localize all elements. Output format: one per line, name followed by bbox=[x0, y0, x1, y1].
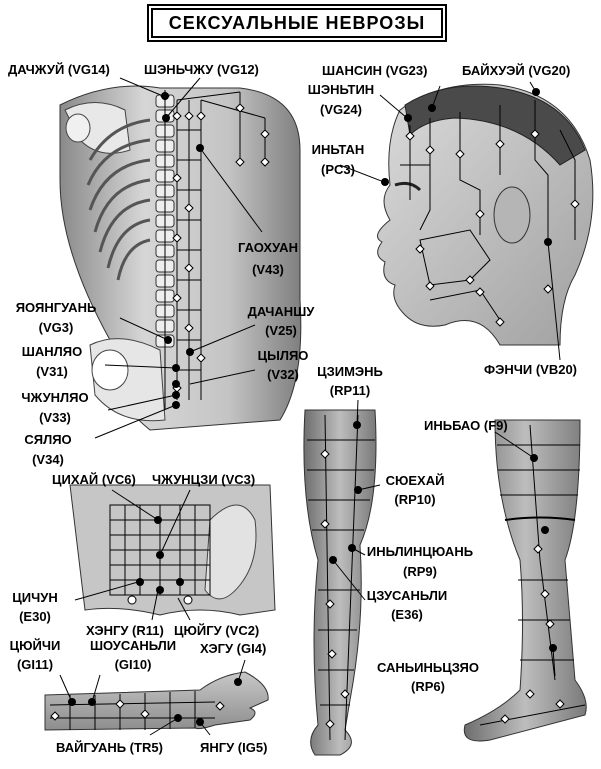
label-waiguan: ВАЙГУАНЬ (TR5) bbox=[56, 740, 163, 755]
label-yaoyangguan-name: ЯОЯНГУАНЬ bbox=[15, 300, 97, 315]
label-dachangshu-name: ДАЧАНШУ bbox=[247, 304, 315, 319]
label-yaoyangguan-code: (VG3) bbox=[38, 320, 74, 335]
abdomen-figure bbox=[69, 484, 276, 621]
front-leg-figure bbox=[303, 399, 381, 756]
label-jimen-name: ЦЗИМЭНЬ bbox=[317, 364, 383, 379]
label-zhongliao-name: ЧЖУНЛЯО bbox=[21, 390, 89, 405]
label-ciliao-code: (V32) bbox=[267, 367, 299, 382]
label-sanyinjiao-name: САНЬИНЬЦЗЯО bbox=[376, 660, 480, 675]
label-yintang-name: ИНЬТАН bbox=[311, 142, 365, 157]
label-yanggu: ЯНГУ (IG5) bbox=[200, 740, 268, 755]
label-dachangshu-code: (V25) bbox=[265, 323, 297, 338]
label-shenting-code: (VG24) bbox=[320, 102, 362, 117]
label-qihai: ЦИХАЙ (VC6) bbox=[52, 472, 136, 487]
label-xuehai-name: СЮЕХАЙ bbox=[385, 473, 445, 488]
label-hegu: ХЭГУ (GI4) bbox=[200, 641, 267, 656]
label-zusanli-name: ЦЗУСАНЬЛИ bbox=[366, 588, 448, 603]
label-yinlingquan-code: (RP9) bbox=[403, 564, 437, 579]
label-shangliao-name: ШАНЛЯО bbox=[21, 344, 83, 359]
arm-figure bbox=[44, 659, 269, 736]
label-shenzhu: ШЭНЬЧЖУ (VG12) bbox=[144, 62, 259, 77]
label-qichong-code: (E30) bbox=[19, 609, 51, 624]
label-zusanli-code: (E36) bbox=[391, 607, 423, 622]
label-yinlingquan-name: ИНЬЛИНЦЮАНЬ bbox=[366, 544, 474, 559]
label-xialiao-name: СЯЛЯО bbox=[24, 432, 72, 447]
label-fengchi: ФЭНЧИ (VB20) bbox=[484, 362, 577, 377]
label-xialiao-code: (V34) bbox=[32, 452, 64, 467]
side-leg-figure bbox=[463, 419, 587, 742]
page-title: СЕКСУАЛЬНЫЕ НЕВРОЗЫ bbox=[151, 8, 443, 38]
label-yinbao: ИНЬБАО (F9) bbox=[424, 418, 508, 433]
label-zhongji: ЧЖУНЦЗИ (VC3) bbox=[152, 472, 256, 487]
label-shousanli-code: (GI10) bbox=[114, 657, 152, 672]
label-shangliao-code: (V31) bbox=[36, 364, 68, 379]
label-quchi-code: (GI11) bbox=[16, 657, 54, 672]
back-figure bbox=[59, 77, 302, 439]
label-yintang-code: (PC3) bbox=[321, 162, 355, 177]
label-henggu: ХЭНГУ (R11) bbox=[86, 623, 164, 638]
head-figure bbox=[339, 81, 594, 361]
label-gaohuang-name: ГАОХУАН bbox=[238, 240, 298, 255]
label-xuehai-code: (RP10) bbox=[394, 492, 436, 507]
label-shousanli-name: ШОУСАНЬЛИ bbox=[89, 638, 177, 653]
label-shangxing: ШАНСИН (VG23) bbox=[322, 63, 428, 78]
label-sanyinjiao-code: (RP6) bbox=[411, 679, 445, 694]
label-zhongliao-code: (V33) bbox=[39, 410, 71, 425]
label-quchi-name: ЦЮЙЧИ bbox=[9, 638, 61, 653]
label-shenting-name: ШЭНЬТИН bbox=[307, 82, 375, 97]
label-dazhui: ДАЧЖУЙ (VG14) bbox=[8, 62, 110, 77]
title-frame: СЕКСУАЛЬНЫЕ НЕВРОЗЫ bbox=[147, 4, 447, 42]
label-baihui: БАЙХУЭЙ (VG20) bbox=[462, 63, 571, 78]
label-jimen-code: (RP11) bbox=[329, 383, 371, 398]
label-qugu: ЦЮЙГУ (VC2) bbox=[174, 623, 260, 638]
label-ciliao-name: ЦЫЛЯО bbox=[257, 348, 309, 363]
label-gaohuang-code: (V43) bbox=[252, 262, 284, 277]
label-qichong-name: ЦИЧУН bbox=[12, 590, 58, 605]
